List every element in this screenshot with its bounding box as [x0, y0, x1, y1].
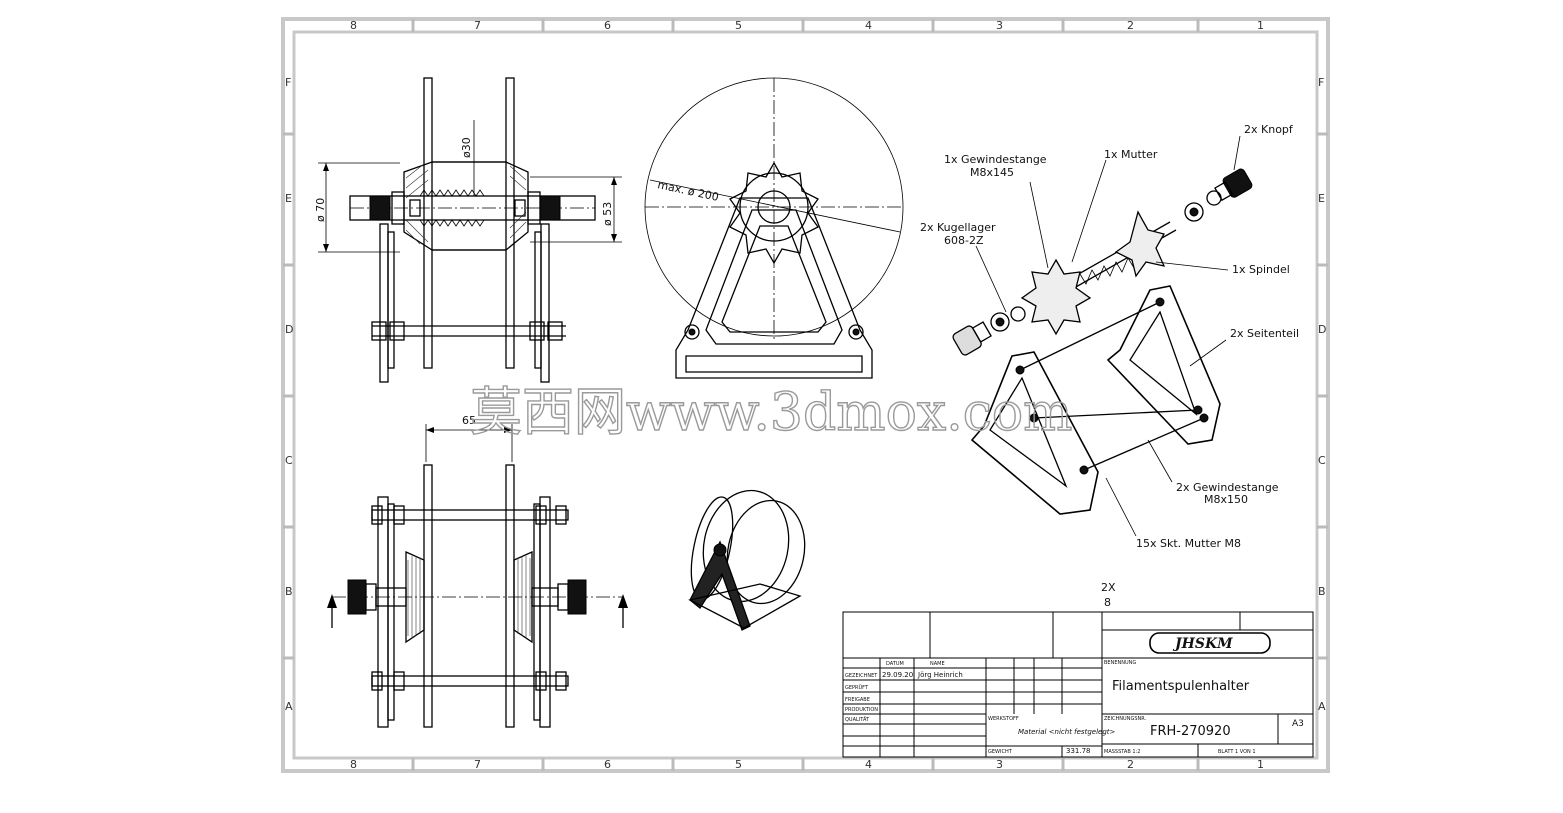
dim-diameter-53: ø 53 [601, 202, 614, 226]
zone-row-D-left: D [285, 323, 293, 336]
callout-ball-bearing: 2x Kugellager [920, 221, 996, 234]
dim-diameter-30: ø30 [460, 137, 473, 158]
zone-row-E-right: E [1318, 192, 1325, 205]
zone-col-8-bottom: 8 [350, 758, 357, 771]
zone-col-7-top: 7 [474, 19, 481, 32]
zone-col-4-top: 4 [865, 19, 872, 32]
label-quality: QUALITÄT [845, 716, 870, 723]
label-sheet: BLATT 1 VON 1 [1218, 749, 1256, 755]
zone-row-A-left: A [285, 700, 293, 713]
sheet-size: A3 [1292, 719, 1304, 729]
zone-row-F-left: F [285, 76, 291, 89]
label-weight: GEWICHT [988, 749, 1013, 755]
zone-col-4-bottom: 4 [865, 758, 872, 771]
company-logo: JHSKM [1172, 636, 1233, 652]
zone-row-C-left: C [285, 454, 293, 467]
label-name: NAME [930, 661, 945, 667]
zone-row-D-right: D [1318, 323, 1326, 336]
callout-knob: 2x Knopf [1244, 123, 1294, 136]
label-date: DATUM [886, 661, 904, 667]
zone-row-E-left: E [285, 192, 292, 205]
dim-max-diameter-200: max. ø 200 [656, 178, 720, 204]
zone-col-3-top: 3 [996, 19, 1003, 32]
zone-row-B-left: B [285, 585, 293, 598]
callout-spindle: 1x Spindel [1232, 263, 1290, 276]
dim-diameter-70: ø 70 [314, 198, 327, 222]
label-drawn: GEZEICHNET [845, 673, 878, 679]
drawn-date: 29.09.20 [882, 671, 913, 679]
zone-col-1-top: 1 [1257, 19, 1264, 32]
label-material: WERKSTOFF [988, 716, 1019, 722]
zone-col-1-bottom: 1 [1257, 758, 1264, 771]
zone-row-F-right: F [1318, 76, 1324, 89]
zone-row-A-right: A [1318, 700, 1326, 713]
zone-col-5-bottom: 5 [735, 758, 742, 771]
material: Material <nicht festgelegt> [1018, 728, 1116, 736]
callout-side-part: 2x Seitenteil [1230, 327, 1299, 340]
callout-threaded-rod-150-size: M8x150 [1204, 493, 1248, 506]
drawn-author: Jörg Heinrich [917, 671, 963, 679]
side-view [644, 77, 904, 379]
label-scale: MASSSTAB 1:2 [1104, 749, 1140, 755]
callout-hex-nut-m8: 15x Skt. Mutter M8 [1136, 537, 1241, 550]
zone-col-7-bottom: 7 [474, 758, 481, 771]
isometric-thumbnail [688, 489, 806, 631]
zone-row-B-right: B [1318, 585, 1326, 598]
title-block-text: JHSKM BENENNUNG Filamentspulenhalter ZEI… [845, 636, 1304, 755]
dim-width-65: 65 [462, 414, 476, 427]
weight: 331.78 [1066, 747, 1091, 755]
callout-threaded-rod-145: 1x Gewindestange [944, 153, 1047, 166]
drawing-title: Filamentspulenhalter [1112, 679, 1250, 694]
scale-note-line1: 2X [1101, 581, 1116, 594]
watermark: 莫西网www.3dmox.com [470, 383, 1072, 443]
top-view [327, 424, 628, 728]
drawing-frame [281, 17, 1330, 773]
drawing-number: FRH-270920 [1150, 724, 1231, 739]
callout-threaded-rod-145-size: M8x145 [970, 166, 1014, 179]
zone-col-6-top: 6 [604, 19, 611, 32]
zone-col-2-bottom: 2 [1127, 758, 1134, 771]
label-drawing-number: ZEICHNUNGSNR. [1104, 716, 1147, 722]
label-title: BENENNUNG [1104, 660, 1136, 666]
label-approved: FREIGABE [845, 697, 870, 703]
exploded-view [952, 135, 1253, 537]
callout-nut: 1x Mutter [1104, 148, 1158, 161]
zone-col-2-top: 2 [1127, 19, 1134, 32]
zone-col-6-bottom: 6 [604, 758, 611, 771]
label-checked: GEPRÜFT [845, 684, 869, 691]
zone-labels: 8 7 6 5 4 3 2 1 8 7 6 5 4 3 2 1 F E D C … [285, 19, 1326, 771]
label-production: PRODUKTION [845, 707, 878, 713]
callout-ball-bearing-size: 608-2Z [944, 234, 984, 247]
zone-col-5-top: 5 [735, 19, 742, 32]
zone-col-3-bottom: 3 [996, 758, 1003, 771]
exploded-callouts: 2x Knopf 1x Gewindestange M8x145 1x Mutt… [920, 123, 1299, 609]
scale-note-line2: 8 [1104, 596, 1111, 609]
zone-col-8-top: 8 [350, 19, 357, 32]
callout-threaded-rod-150: 2x Gewindestange [1176, 481, 1279, 494]
title-block [842, 611, 1314, 758]
section-view [318, 77, 622, 383]
zone-row-C-right: C [1318, 454, 1326, 467]
